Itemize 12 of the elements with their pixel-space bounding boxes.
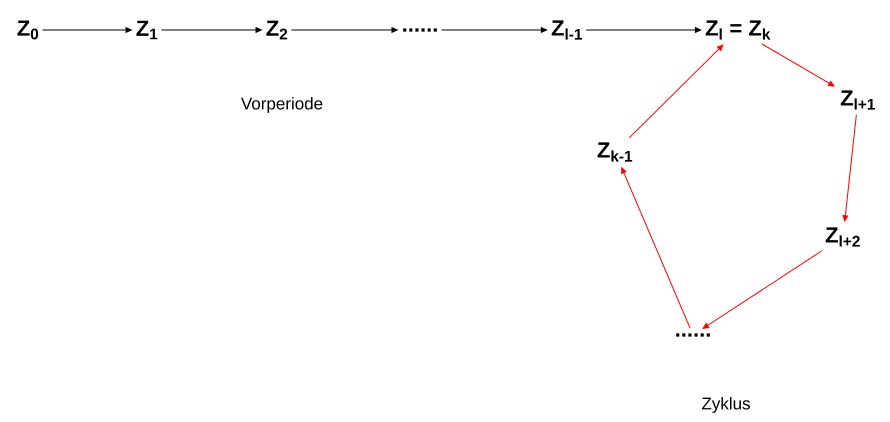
caption-label: Zyklus [702, 397, 750, 413]
state-label: ...... [403, 28, 437, 32]
state-label: Z$_{0}$ [17, 20, 38, 40]
state-label: Z$_{l}$ = Z$_{k}$ [706, 20, 770, 40]
state-label: Z$_{2}$ [266, 20, 288, 40]
state-label: Z$_{1}$ [136, 20, 158, 40]
state-label: Z$_{l-1}$ [552, 20, 582, 40]
state-label: Z$_{l+1}$ [840, 90, 875, 110]
state-label: Z$_{k-1}$ [598, 142, 632, 162]
state-label: ...... [676, 333, 710, 337]
caption-label: Vorperiode [240, 97, 322, 113]
state-label: Z$_{l+2}$ [826, 227, 860, 247]
